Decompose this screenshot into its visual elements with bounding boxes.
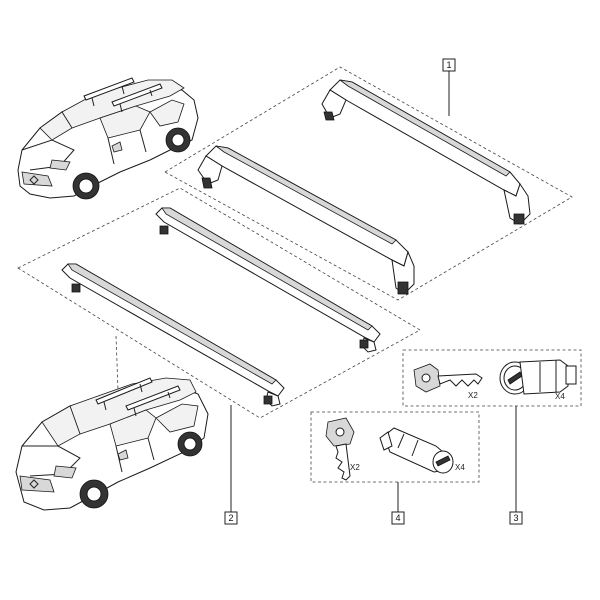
- car-hatchback-icon: [17, 77, 199, 200]
- lock-barrel-icon: [499, 359, 577, 395]
- key-icon: [413, 363, 483, 393]
- callout-4: 4: [395, 513, 400, 523]
- kit-3-group: X2 X4 3: [402, 349, 582, 525]
- callout-1-box: [442, 58, 456, 72]
- callout-4-box: [391, 511, 405, 525]
- callout-3: 3: [513, 513, 518, 523]
- callout-1: 1: [446, 60, 451, 70]
- car-estate-icon: [15, 377, 209, 511]
- kit-3-boundary: [402, 349, 582, 407]
- kit-1-group: 1: [164, 58, 573, 301]
- callout-2: 2: [228, 513, 233, 523]
- roof-bar-icon: [61, 263, 285, 407]
- callout-2-box: [224, 511, 238, 525]
- kit-4-barrel-qty: X4: [455, 463, 465, 472]
- kit-4-key-qty: X2: [350, 463, 360, 472]
- kit-2-boundary: [17, 187, 421, 419]
- roof-bar-icon: [321, 79, 531, 225]
- roof-bar-icon: [155, 207, 381, 353]
- callout-3-box: [509, 511, 523, 525]
- kit-4-boundary: [310, 411, 480, 483]
- kit-4-group: X2 X4 4: [310, 411, 480, 525]
- lock-barrel-icon: [379, 427, 454, 474]
- kit-3-barrel-qty: X4: [555, 392, 565, 401]
- kit-3-key-qty: X2: [468, 391, 478, 400]
- kit-2-group: 2: [17, 187, 421, 525]
- roof-bar-icon: [197, 145, 415, 295]
- key-icon: [325, 417, 355, 481]
- kit-1-boundary: [164, 66, 573, 301]
